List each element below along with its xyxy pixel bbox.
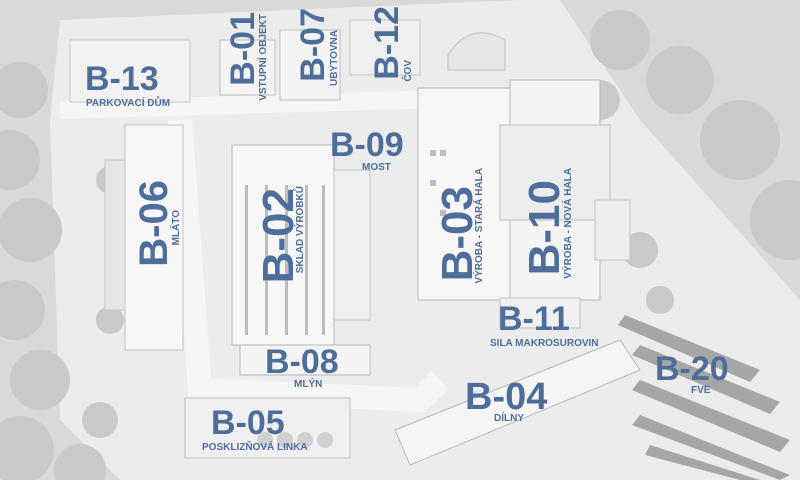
building-name: SILA MAKROSUROVIN bbox=[490, 338, 599, 349]
b07-shape bbox=[279, 29, 341, 101]
building-name: PARKOVACÍ DŮM bbox=[86, 98, 171, 109]
building-name: VSTUPNÍ OBJEKT bbox=[258, 14, 269, 101]
b11-shape bbox=[499, 297, 581, 329]
building-name: VÝROBA - NOVÁ HALA bbox=[563, 168, 574, 279]
building-code: B-20 bbox=[655, 350, 729, 388]
b05-shape bbox=[184, 397, 351, 459]
building-code: B-04 bbox=[465, 376, 548, 418]
building-name: VÝROBA - STARÁ HALA bbox=[474, 168, 485, 284]
building-code: B-11 bbox=[498, 300, 570, 338]
b02-shape bbox=[231, 144, 335, 346]
building-code: B-08 bbox=[265, 343, 339, 381]
building-code: B-05 bbox=[211, 404, 285, 442]
building-code: B-01 bbox=[224, 12, 262, 86]
b08-shape bbox=[239, 344, 371, 376]
building-name: FVE bbox=[691, 385, 711, 396]
b03-shape bbox=[417, 87, 511, 301]
b01-shape bbox=[219, 39, 276, 96]
building-code: B-07 bbox=[294, 8, 332, 82]
building-code: B-06 bbox=[132, 180, 176, 267]
building-code: B-12 bbox=[368, 6, 406, 80]
b13-shape bbox=[69, 39, 191, 103]
b12-shape bbox=[349, 19, 421, 76]
building-name: MLÝN bbox=[294, 379, 323, 390]
building-name: SKLAD VÝROBKŮ bbox=[295, 186, 306, 274]
b20-solar-panels bbox=[618, 315, 790, 480]
building-name: MOST bbox=[362, 162, 391, 173]
building-name: UBYTOVNA bbox=[329, 30, 340, 86]
building-code: B-09 bbox=[330, 126, 404, 164]
building-name: POSKLIZŇOVÁ LINKA bbox=[202, 442, 308, 453]
b04-shape bbox=[394, 339, 641, 466]
building-code: B-13 bbox=[85, 60, 159, 98]
building-name: ČOV bbox=[403, 60, 414, 82]
building-name: MLÁTO bbox=[171, 210, 182, 246]
b06-shape bbox=[124, 124, 184, 351]
building-code: B-10 bbox=[520, 180, 569, 276]
building-name: DÍLNY bbox=[494, 413, 524, 424]
